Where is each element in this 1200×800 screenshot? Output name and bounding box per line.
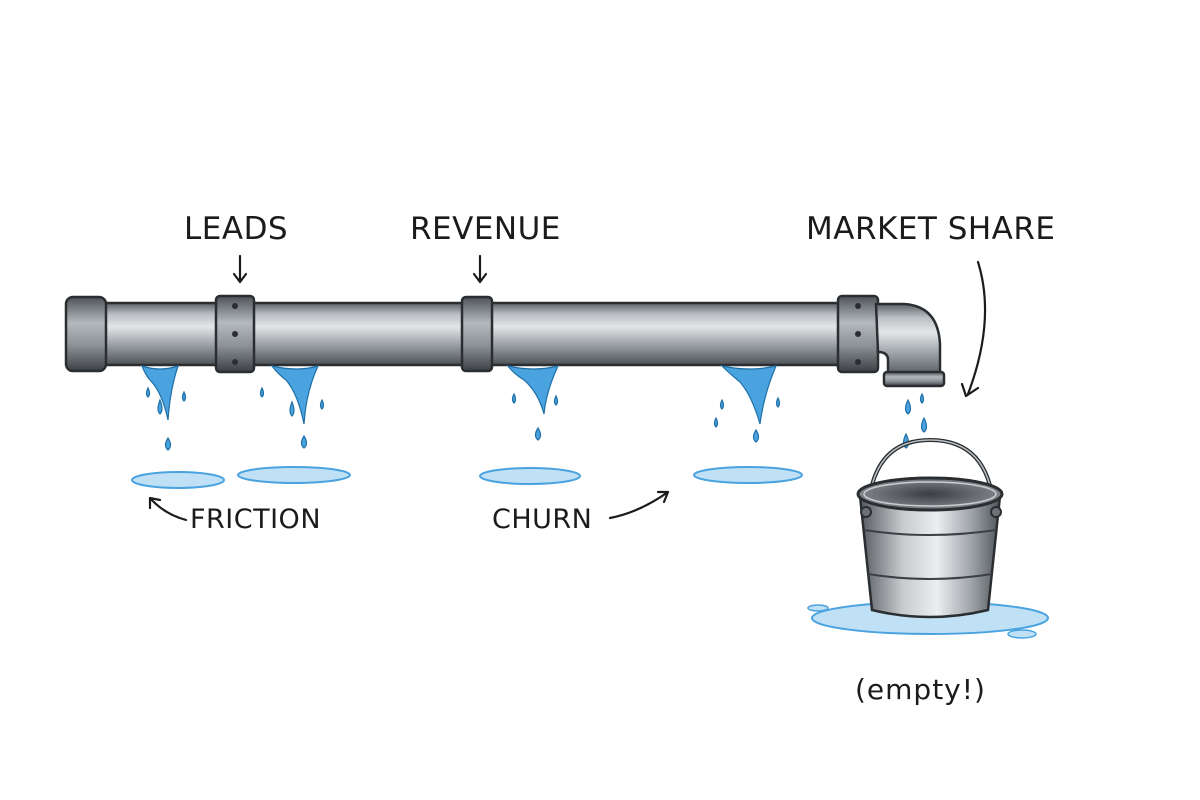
label-leads: LEADS: [184, 211, 289, 247]
arrow-market-share: [960, 260, 987, 398]
arrow-friction: [148, 496, 188, 522]
bucket-body: [858, 494, 1002, 619]
label-friction: FRICTION: [190, 504, 322, 535]
pipe-spout: [882, 370, 946, 388]
annotation-arrows: [148, 254, 987, 522]
puddle-4: [693, 466, 803, 484]
pipe: [64, 294, 946, 388]
pipe-coupling-revenue: [460, 295, 494, 373]
arrow-leads: [232, 254, 248, 284]
pipe-end-cap: [64, 295, 108, 373]
puddle-5-splash: [1007, 629, 1037, 639]
arrow-churn: [608, 490, 670, 520]
label-churn: CHURN: [492, 504, 593, 535]
puddle-2: [237, 466, 351, 484]
leaks: [140, 364, 928, 451]
arrow-revenue: [472, 254, 488, 284]
puddle-1: [131, 471, 225, 489]
pipe-elbow: [874, 302, 942, 380]
puddle-5-splash-2: [807, 604, 829, 612]
label-revenue: REVENUE: [410, 211, 561, 247]
label-market-share: MARKET SHARE: [806, 211, 1056, 247]
puddle-3: [479, 467, 581, 485]
bucket-opening: [856, 476, 1004, 512]
label-empty: (empty!): [855, 673, 986, 706]
bucket: [856, 437, 1004, 619]
